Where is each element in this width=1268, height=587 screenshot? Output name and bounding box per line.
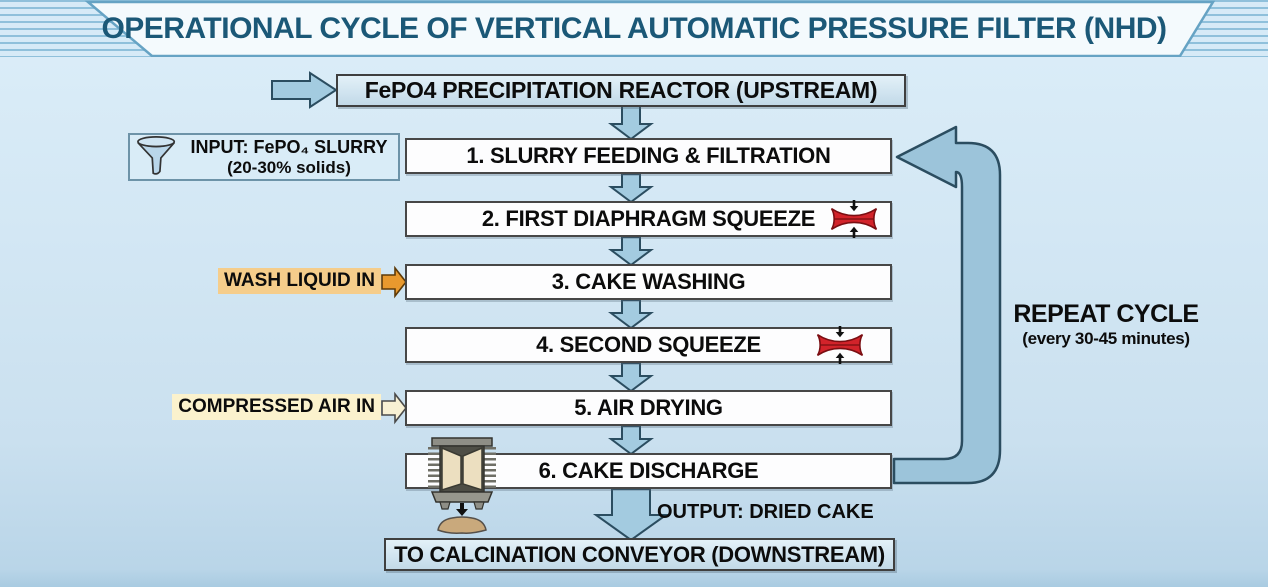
repeat-cycle-label: REPEAT CYCLE (every 30-45 minutes) bbox=[1000, 299, 1212, 349]
down-arrow-icon bbox=[608, 105, 654, 141]
inlet-right-arrow-icon bbox=[271, 71, 338, 109]
wash-liquid-text: WASH LIQUID IN bbox=[218, 268, 381, 294]
input-slurry-line2: (20-30% solids) bbox=[227, 157, 351, 177]
title-banner: OPERATIONAL CYCLE OF VERTICAL AUTOMATIC … bbox=[0, 0, 1268, 57]
step-label: 6. CAKE DISCHARGE bbox=[538, 458, 759, 483]
down-arrow-icon bbox=[608, 299, 654, 330]
upstream-reactor-label: FePO4 PRECIPITATION REACTOR (UPSTREAM) bbox=[364, 77, 878, 103]
step-label: 4. SECOND SQUEEZE bbox=[536, 332, 761, 357]
repeat-cycle-line2: (every 30-45 minutes) bbox=[1022, 329, 1190, 348]
down-arrow-icon bbox=[608, 173, 654, 204]
step-box-air-drying: 5. AIR DRYING bbox=[405, 390, 892, 426]
page-title: OPERATIONAL CYCLE OF VERTICAL AUTOMATIC … bbox=[101, 12, 1167, 45]
down-arrow-icon bbox=[608, 236, 654, 267]
wash-liquid-label: WASH LIQUID IN bbox=[218, 268, 381, 294]
repeat-cycle-line1: REPEAT CYCLE bbox=[1013, 300, 1199, 328]
compressed-air-text: COMPRESSED AIR IN bbox=[172, 394, 381, 420]
step-label: 2. FIRST DIAPHRAGM SQUEEZE bbox=[481, 206, 816, 231]
cake-discharge-icon bbox=[428, 437, 496, 534]
input-slurry-line1: INPUT: FePO₄ SLURRY bbox=[190, 136, 388, 157]
diaphragm-squeeze-icon bbox=[816, 326, 864, 364]
downstream-conveyor-label: TO CALCINATION CONVEYOR (DOWNSTREAM) bbox=[394, 541, 885, 567]
down-arrow-icon bbox=[608, 362, 654, 393]
step-label: 3. CAKE WASHING bbox=[551, 269, 746, 294]
orange-right-arrow-icon bbox=[381, 265, 408, 299]
step-box-first-squeeze: 2. FIRST DIAPHRAGM SQUEEZE bbox=[405, 200, 892, 238]
upstream-reactor-box: FePO4 PRECIPITATION REACTOR (UPSTREAM) bbox=[336, 74, 906, 107]
step-label: 5. AIR DRYING bbox=[574, 395, 723, 420]
input-slurry-callout: INPUT: FePO₄ SLURRY (20-30% solids) bbox=[128, 133, 400, 181]
funnel-icon bbox=[137, 136, 176, 175]
step-box-cake-washing: 3. CAKE WASHING bbox=[405, 264, 892, 300]
downstream-conveyor-box: TO CALCINATION CONVEYOR (DOWNSTREAM) bbox=[384, 538, 895, 571]
output-dried-cake-label: OUTPUT: DRIED CAKE bbox=[657, 501, 874, 523]
step-box-second-squeeze: 4. SECOND SQUEEZE bbox=[405, 326, 892, 364]
step-box-slurry-feeding: 1. SLURRY FEEDING & FILTRATION bbox=[405, 138, 892, 174]
diaphragm-squeeze-icon bbox=[830, 200, 878, 238]
input-slurry-text: INPUT: FePO₄ SLURRY (20-30% solids) bbox=[186, 137, 392, 177]
banner-trapezoid-shape bbox=[84, 0, 1216, 57]
compressed-air-label: COMPRESSED AIR IN bbox=[172, 394, 381, 420]
step-label: 1. SLURRY FEEDING & FILTRATION bbox=[466, 143, 831, 168]
pale-right-arrow-icon bbox=[381, 391, 408, 425]
repeat-cycle-arrow-icon bbox=[892, 125, 1002, 485]
down-arrow-icon bbox=[608, 425, 654, 456]
output-down-arrow-icon bbox=[592, 488, 670, 542]
